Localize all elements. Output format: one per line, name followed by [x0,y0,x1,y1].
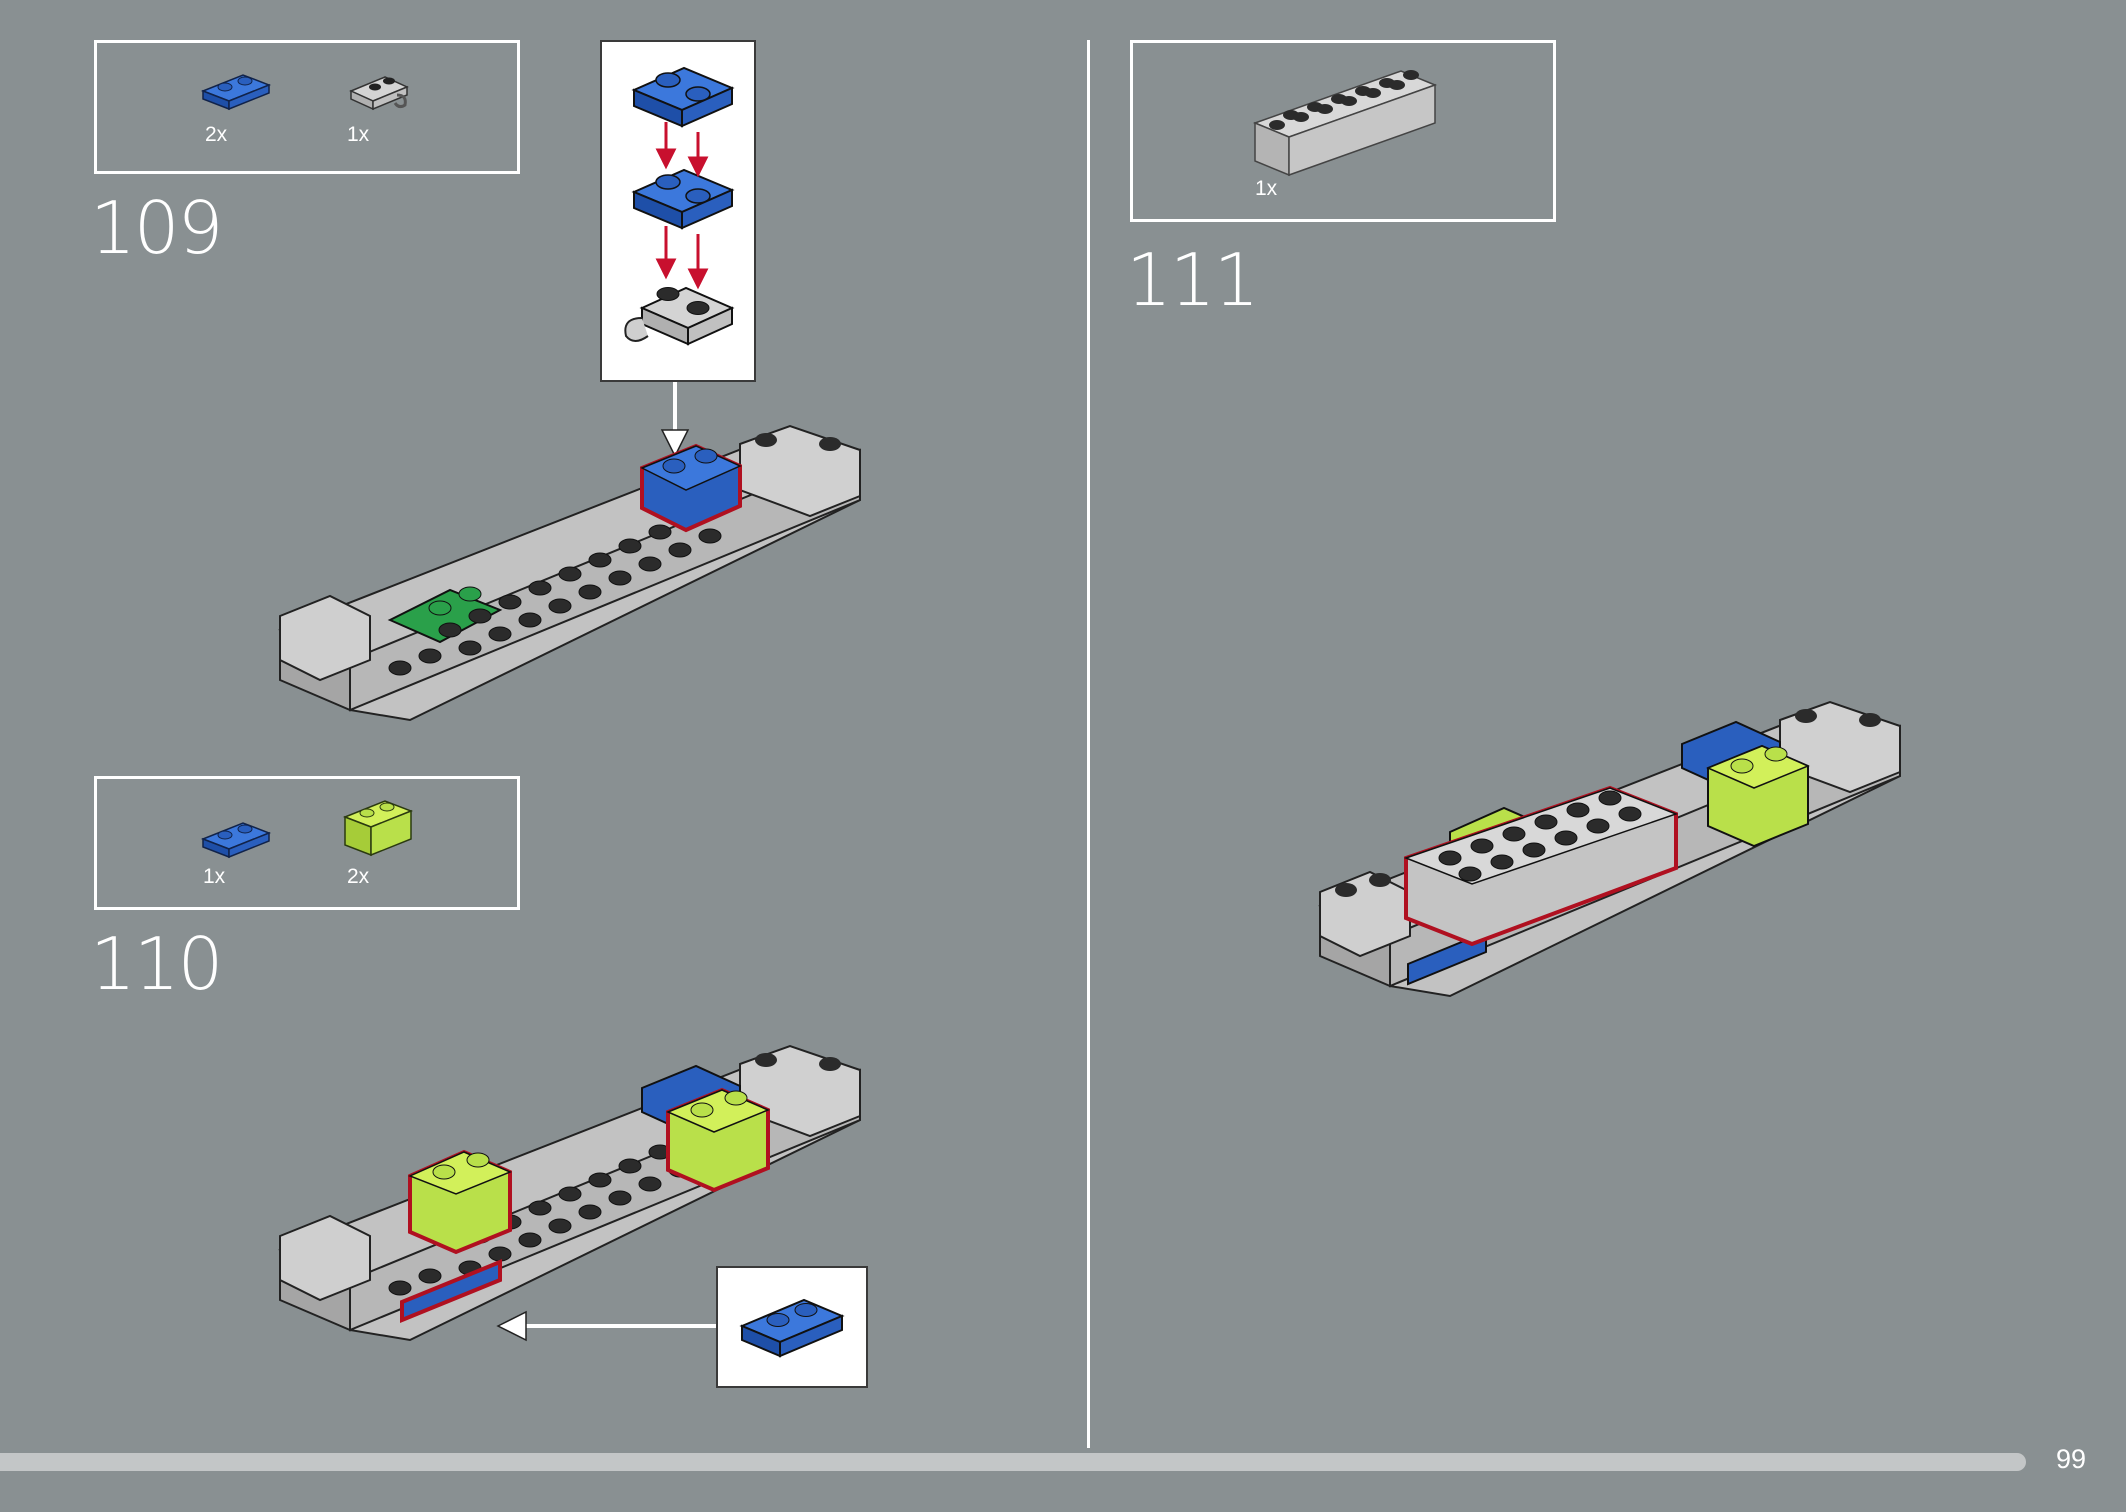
part-qty: 1x [203,865,226,888]
part-qty: 2x [347,865,370,888]
insert-arrow-icon [496,1310,720,1342]
model-assembly-step-109 [278,424,861,722]
callout-pointer-arrow-icon [660,382,690,458]
model-assembly-step-110 [278,1044,861,1342]
blue-plate-1x2-icon [739,1298,845,1358]
step-number: 110 [90,922,223,1006]
gray-brick-1x6-icon [1252,70,1438,177]
gray-clip-plate-icon [349,76,409,111]
sub-assembly-stack [624,66,735,346]
progress-bar [0,1453,2026,1471]
step-111-parts-box: 1x [1130,40,1556,222]
part-qty: 1x [1255,177,1278,200]
step-number: 111 [1126,238,1259,322]
page-number: 99 [2055,1444,2086,1474]
step-number: 109 [90,186,223,270]
blue-plate-1x2-icon [200,74,272,111]
part-qty: 1x [347,123,370,146]
step-109-parts-box: 2x 1x [94,40,520,174]
blue-plate-1x2-icon [200,822,272,859]
assembly-arrow-icon [655,122,709,290]
lime-brick-1x2-icon [342,800,414,857]
step-110-parts-box: 1x 2x [94,776,520,910]
model-assembly-step-111 [1318,700,1901,998]
sub-assembly-callout [600,40,756,382]
blue-plate-callout [716,1266,868,1388]
page-column-divider [1087,40,1090,1448]
part-qty: 2x [205,123,228,146]
